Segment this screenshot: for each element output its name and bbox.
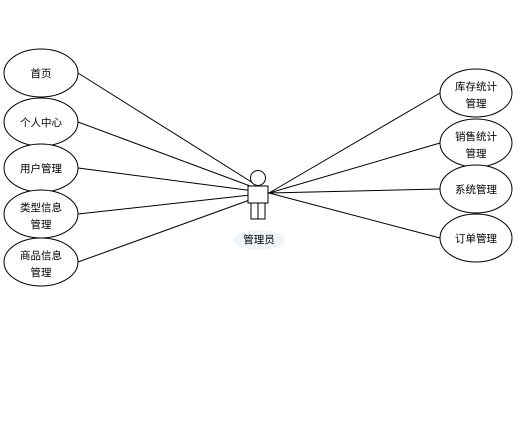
- actor-right-leg: [257, 202, 266, 220]
- use-case-label: 首页: [31, 67, 52, 80]
- use-case-label: 管理: [31, 266, 52, 279]
- use-case-label: 类型信息: [20, 201, 62, 214]
- use-case-system-management: 系统管理: [439, 164, 513, 214]
- use-case-personal-center: 个人中心: [3, 97, 79, 147]
- actor-body: [247, 185, 269, 204]
- actor-label: 管理员: [243, 233, 275, 246]
- use-case-product-info-management: 商品信息 管理: [3, 237, 79, 287]
- actor-administrator: 管理员: [233, 170, 285, 250]
- association-line: [77, 192, 270, 263]
- actor-left-leg: [250, 202, 259, 220]
- actor-label-halo: [233, 230, 285, 250]
- association-line: [268, 188, 441, 194]
- use-case-type-info-management: 类型信息 管理: [3, 189, 79, 239]
- use-case-label: 订单管理: [455, 232, 497, 245]
- use-case-oval: [3, 48, 79, 98]
- use-case-oval: [3, 237, 79, 287]
- use-case-label: 库存统计: [455, 80, 497, 93]
- use-case-oval: [439, 213, 513, 263]
- use-case-user-management: 用户管理: [3, 143, 79, 193]
- association-line: [268, 92, 441, 194]
- use-case-label: 个人中心: [20, 116, 62, 129]
- use-case-label: 管理: [466, 97, 487, 110]
- use-case-oval: [439, 164, 513, 214]
- association-line: [77, 72, 270, 194]
- use-case-label: 管理: [31, 218, 52, 231]
- association-line: [77, 167, 270, 194]
- association-line: [77, 192, 270, 215]
- person-icon: [247, 170, 269, 220]
- association-line: [77, 121, 270, 194]
- use-case-label: 管理: [466, 147, 487, 160]
- association-line: [268, 192, 441, 239]
- use-case-oval: [439, 68, 513, 118]
- association-line: [268, 142, 441, 194]
- association-lines: [77, 72, 441, 263]
- use-case-inventory-stats-management: 库存统计 管理: [439, 68, 513, 118]
- actor-head: [250, 170, 266, 186]
- use-case-label: 商品信息: [20, 249, 62, 262]
- use-case-label: 销售统计: [455, 130, 497, 143]
- use-case-order-management: 订单管理: [439, 213, 513, 263]
- use-case-home: 首页: [3, 48, 79, 98]
- use-case-label: 用户管理: [20, 162, 62, 175]
- use-case-label: 系统管理: [455, 183, 497, 196]
- use-case-sales-stats-management: 销售统计 管理: [439, 118, 513, 168]
